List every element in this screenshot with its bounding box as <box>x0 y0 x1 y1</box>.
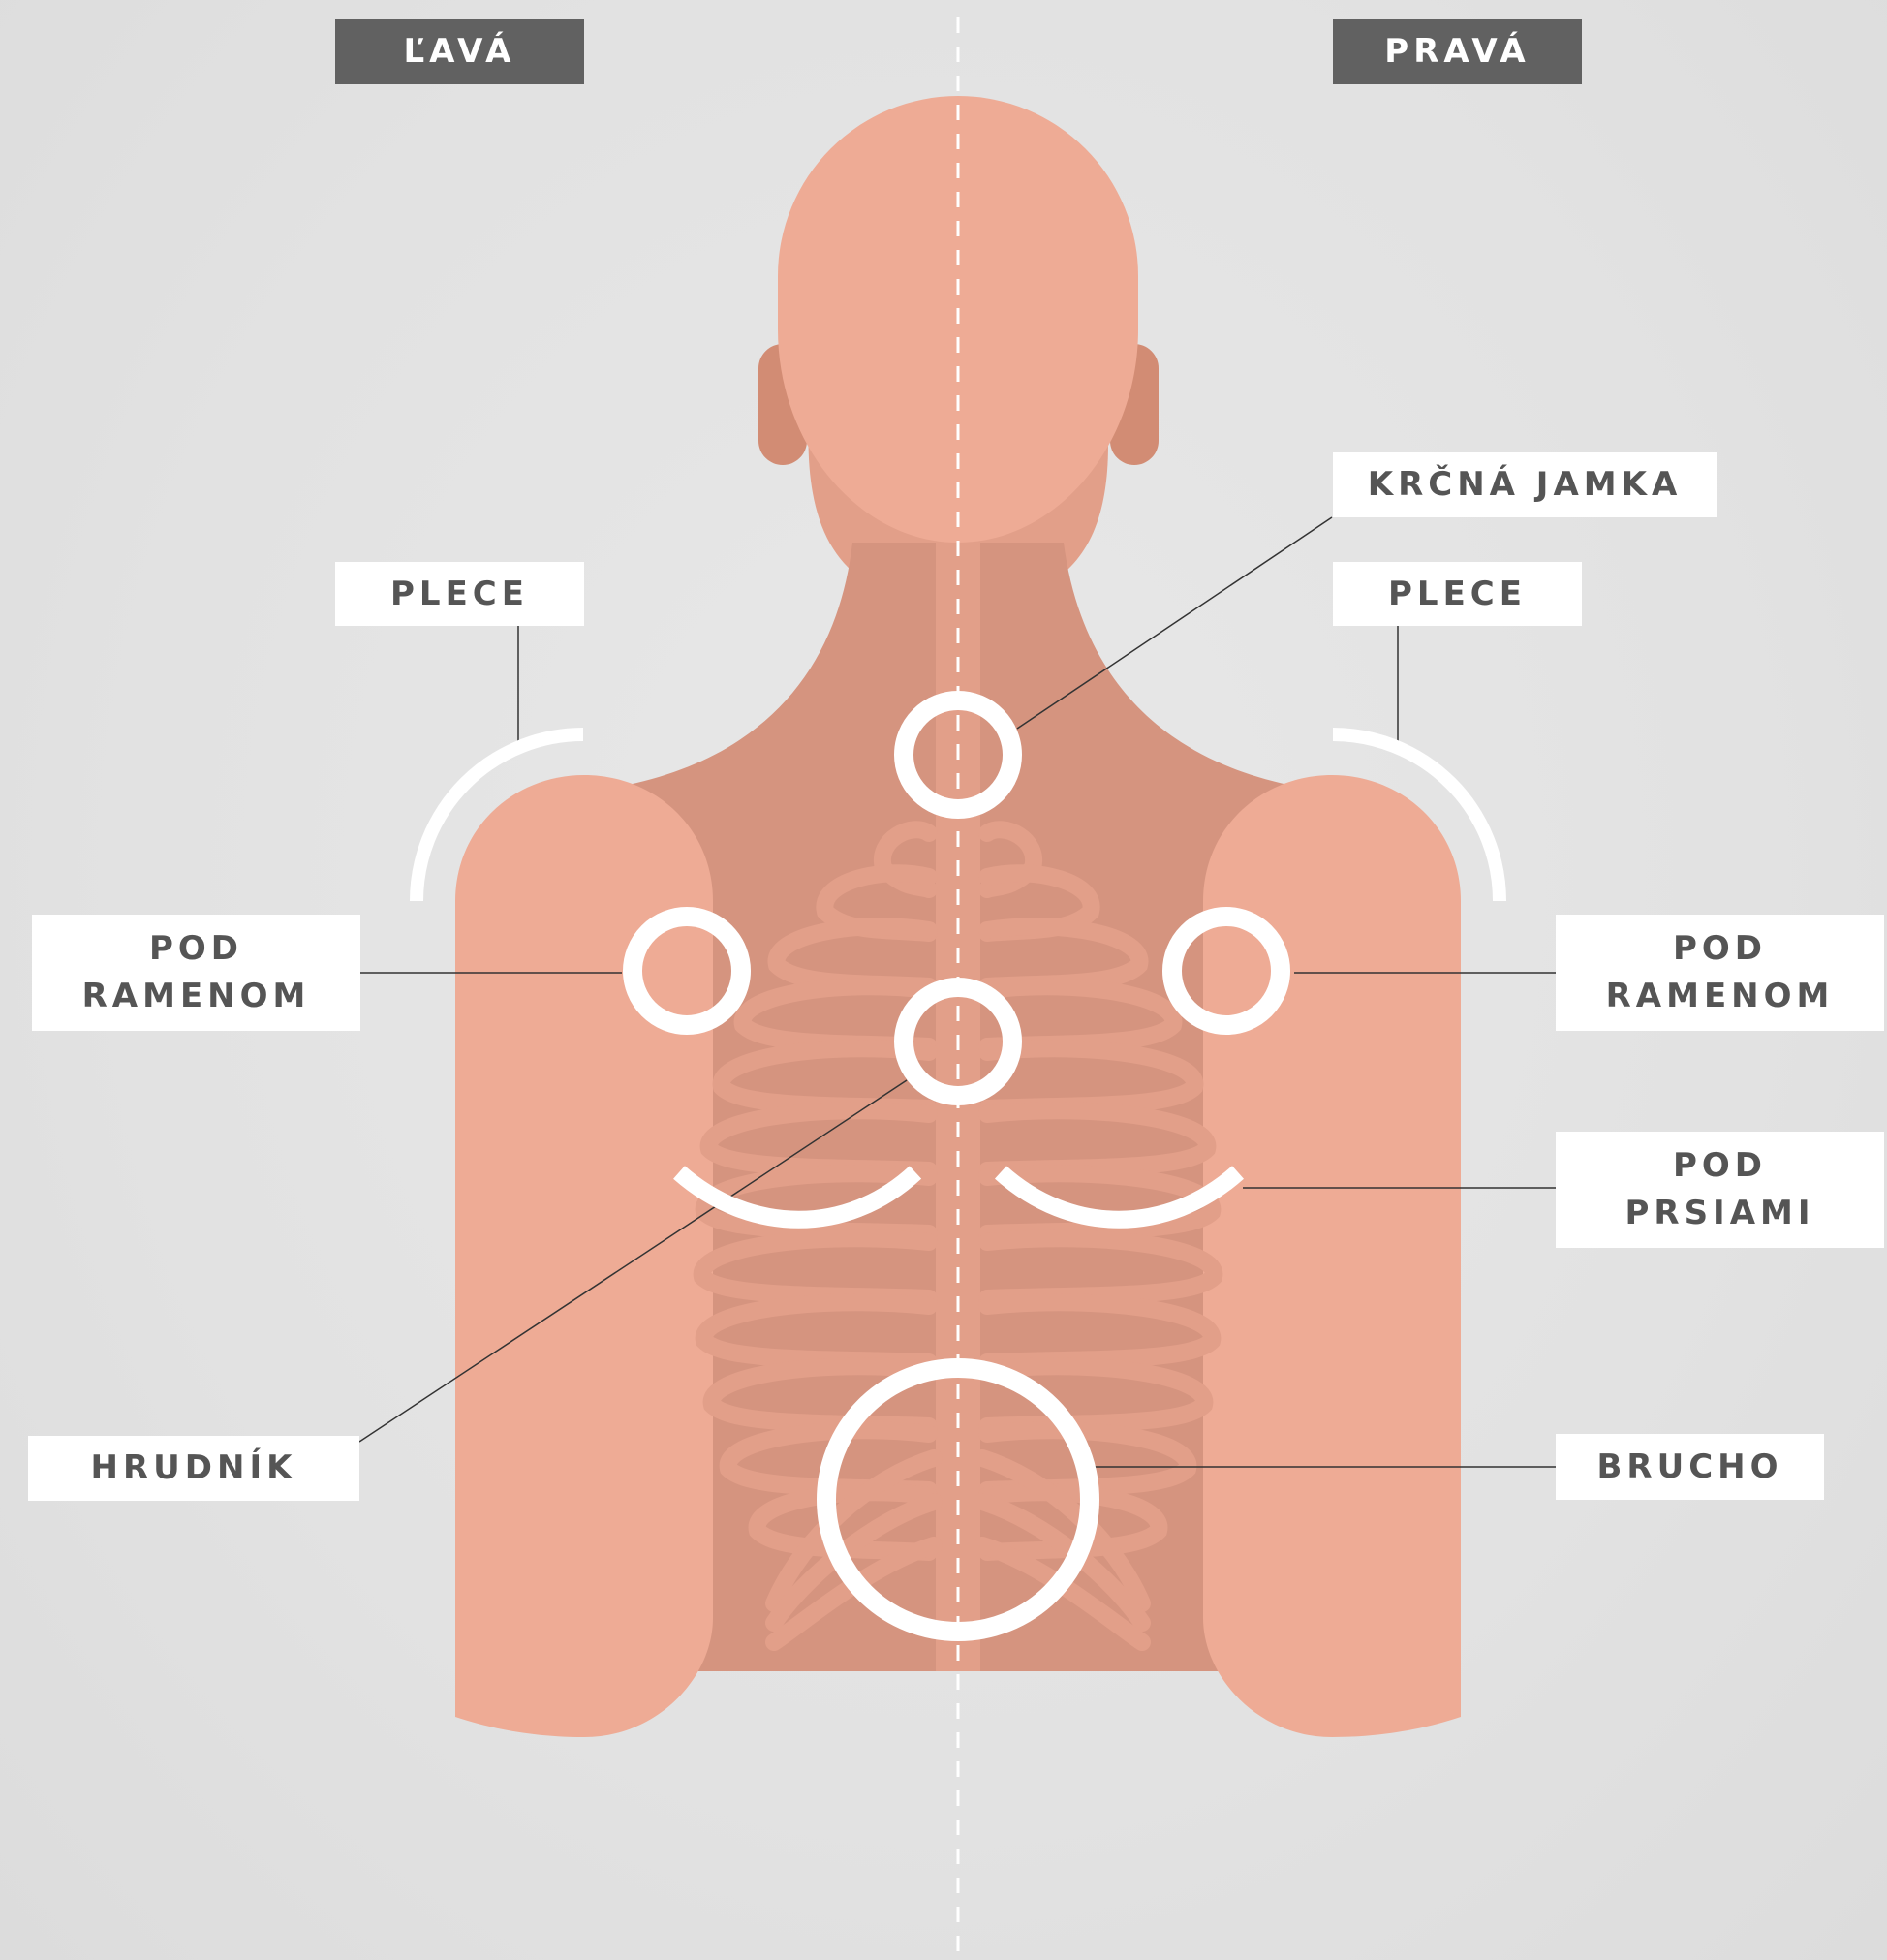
label-hrudnik: HRUDNÍK <box>28 1436 359 1501</box>
label-hrudnik-text: HRUDNÍK <box>91 1445 297 1492</box>
side-tag-right: PRAVÁ <box>1333 19 1582 84</box>
side-tag-left: ĽAVÁ <box>335 19 584 84</box>
label-pod-ramenom-left-line2: RAMENOM <box>82 973 311 1020</box>
label-plece-right-text: PLECE <box>1388 571 1527 618</box>
label-pod-prsiami-line1: POD <box>1673 1142 1767 1190</box>
label-brucho: BRUCHO <box>1556 1434 1824 1500</box>
label-pod-ramenom-right: POD RAMENOM <box>1556 915 1884 1031</box>
label-pod-ramenom-right-line1: POD <box>1673 925 1767 973</box>
label-plece-left: PLECE <box>335 562 584 626</box>
label-krcna-jamka-text: KRČNÁ JAMKA <box>1368 461 1683 509</box>
label-pod-prsiami-line2: PRSIAMI <box>1624 1190 1814 1237</box>
label-pod-ramenom-left: POD RAMENOM <box>32 915 360 1031</box>
label-pod-ramenom-right-line2: RAMENOM <box>1606 973 1835 1020</box>
side-tag-left-text: ĽAVÁ <box>404 28 516 76</box>
side-tag-right-text: PRAVÁ <box>1384 28 1530 76</box>
label-brucho-text: BRUCHO <box>1596 1444 1782 1491</box>
label-pod-prsiami: POD PRSIAMI <box>1556 1132 1884 1248</box>
label-krcna-jamka: KRČNÁ JAMKA <box>1333 452 1717 517</box>
label-plece-right: PLECE <box>1333 562 1582 626</box>
label-pod-ramenom-left-line1: POD <box>149 925 243 973</box>
label-plece-left-text: PLECE <box>390 571 529 618</box>
